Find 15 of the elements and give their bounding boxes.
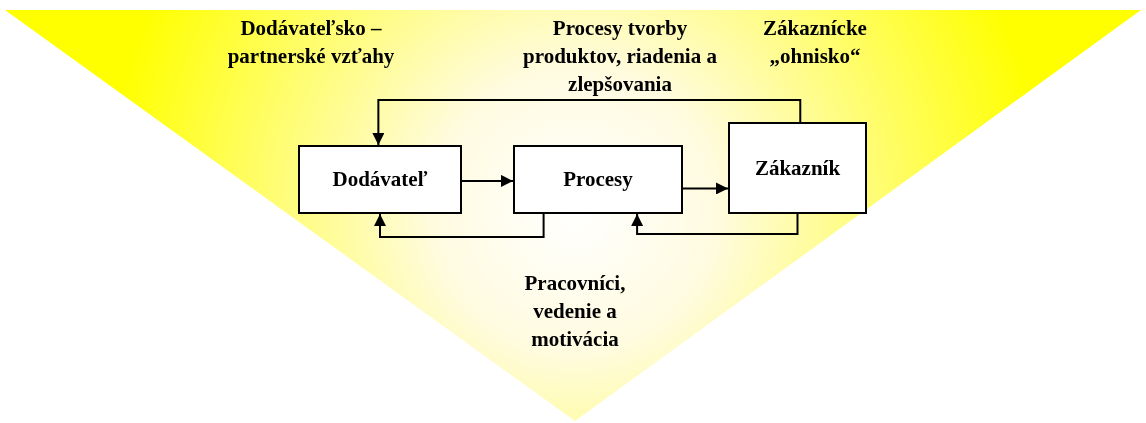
region-label: Dodávateľsko – partnerské vzťahy	[226, 15, 396, 70]
box-label: Procesy	[563, 167, 633, 192]
arrow	[631, 213, 799, 235]
box-label: Zákazník	[754, 155, 841, 181]
region-label: Procesy tvorby produktov, riadenia a zlepšovania	[522, 15, 718, 98]
arrow	[461, 174, 514, 187]
region-label: Pracovníci, vedenie a motivácia	[523, 270, 627, 353]
arrow	[374, 213, 545, 238]
box-label: Dodávateľ	[332, 167, 428, 192]
region-label: Zákaznícke „ohnisko“	[762, 15, 868, 70]
arrow	[682, 182, 729, 195]
process-box	[513, 145, 683, 214]
process-box	[728, 122, 867, 214]
process-box	[298, 145, 462, 214]
arrow	[372, 99, 802, 146]
